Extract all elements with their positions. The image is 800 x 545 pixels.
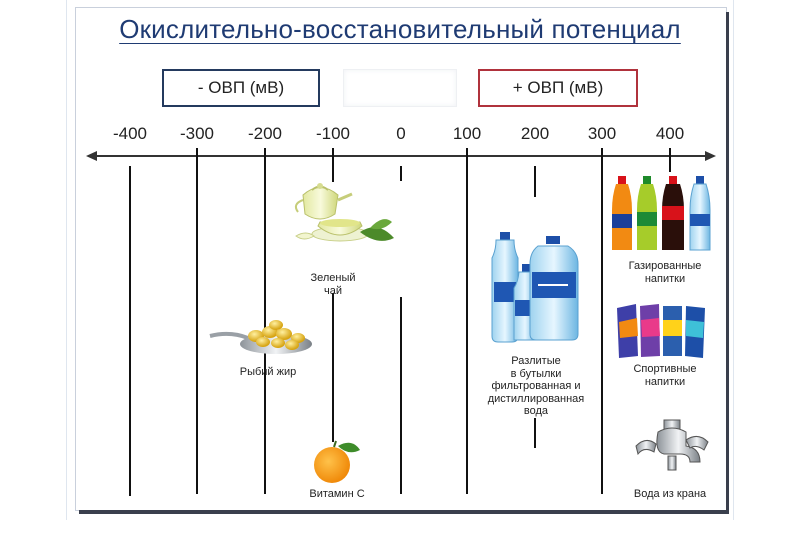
tap-water-label: Вода из крана — [633, 488, 707, 500]
tick-label: 300 — [587, 124, 617, 143]
tick-label: 100 — [452, 124, 482, 143]
orp-axis — [86, 151, 716, 161]
page-title: Окислительно-восстановительный потенциал — [119, 14, 681, 44]
green-tea-illustration — [294, 183, 394, 242]
bottled-water-illustration — [491, 232, 579, 343]
frame-line-right — [733, 0, 734, 520]
vitamin-c-label: Витамин С — [309, 488, 365, 500]
tick-label: -200 — [247, 124, 283, 143]
fish-oil-illustration — [209, 320, 312, 354]
orange-illustration — [314, 440, 360, 483]
bottled-water-label: Разлитые в бутылки фильтрованная и дисти… — [488, 355, 585, 418]
tick-label: 400 — [655, 124, 685, 143]
positive-orp-box: + ОВП (мВ) — [478, 69, 638, 107]
sports-drinks-illustration — [617, 304, 705, 358]
bottled-water-text: Разлитые в бутылки фильтрованная и дисти… — [487, 355, 585, 417]
blank-box — [343, 69, 457, 107]
tick-label: 0 — [396, 124, 406, 143]
tick-label: 200 — [520, 124, 550, 143]
scale-lines — [129, 148, 671, 496]
green-tea-label: Зеленый чай — [310, 272, 355, 297]
green-tea-text: Зеленый чай — [310, 272, 356, 297]
tap-illustration — [635, 419, 709, 471]
soda-bottles-illustration — [612, 176, 711, 251]
fish-oil-label: Рыбий жир — [239, 366, 297, 378]
tick-label: -100 — [315, 124, 351, 143]
tick-label: -300 — [179, 124, 215, 143]
tick-label: -400 — [112, 124, 148, 143]
frame-line-left — [66, 0, 67, 520]
sports-drinks-text: Спортивные напитки — [633, 363, 697, 388]
negative-orp-box: - ОВП (мВ) — [162, 69, 320, 107]
sports-drinks-label: Спортивные напитки — [633, 363, 696, 388]
soda-label: Газированные напитки — [629, 260, 702, 285]
soda-text: Газированные напитки — [628, 260, 702, 285]
